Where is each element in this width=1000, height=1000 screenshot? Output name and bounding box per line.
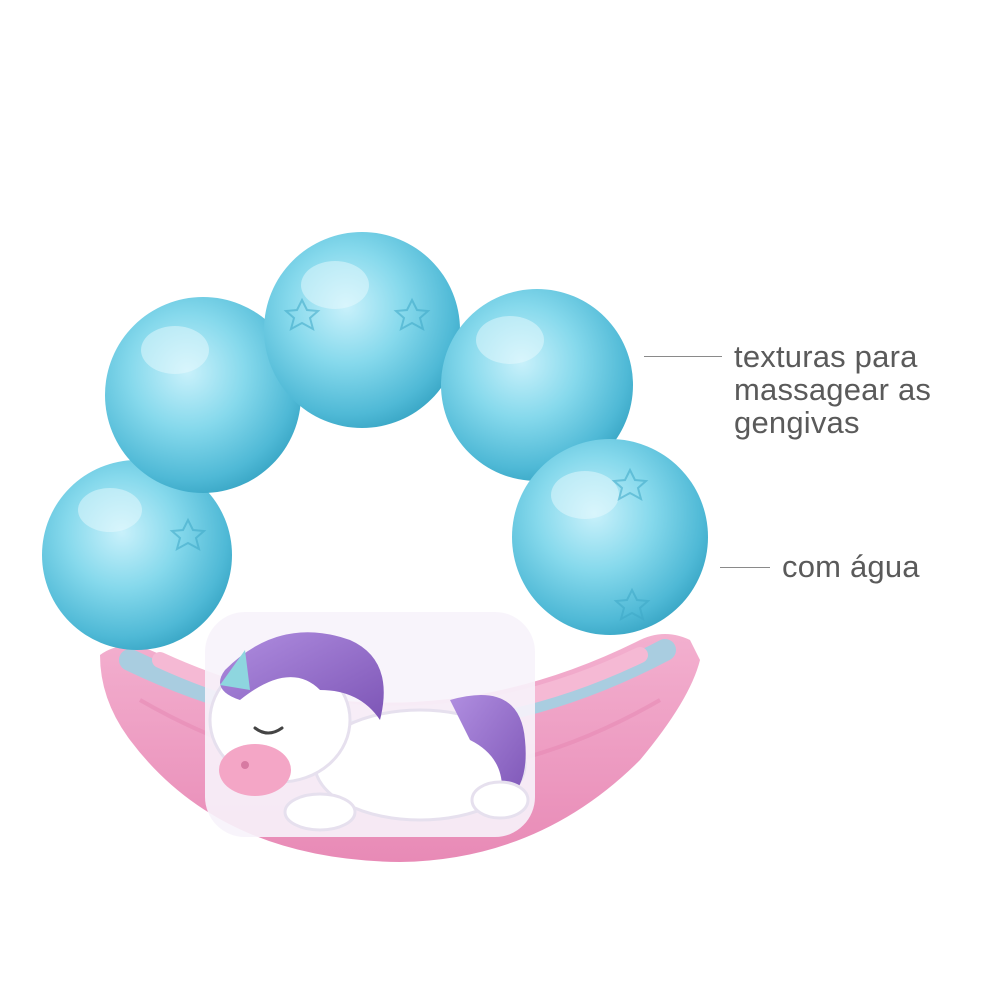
star-embossing [169, 297, 651, 622]
callout-line [644, 356, 722, 357]
callout-water: com água [720, 550, 980, 583]
callout-water-text: com água [782, 549, 920, 584]
bead-top [264, 232, 460, 428]
bead-left-bottom [42, 460, 232, 650]
callout-line [720, 567, 770, 568]
unicorn-figure [205, 612, 535, 837]
bead-right-bottom [512, 439, 708, 635]
bead-right-top [441, 289, 633, 481]
callout-textures-text: texturas para massagear as gengivas [734, 339, 932, 440]
water-beads [42, 232, 708, 650]
bead-left-top [105, 297, 301, 493]
callout-textures: texturas para massagear as gengivas [644, 340, 984, 439]
